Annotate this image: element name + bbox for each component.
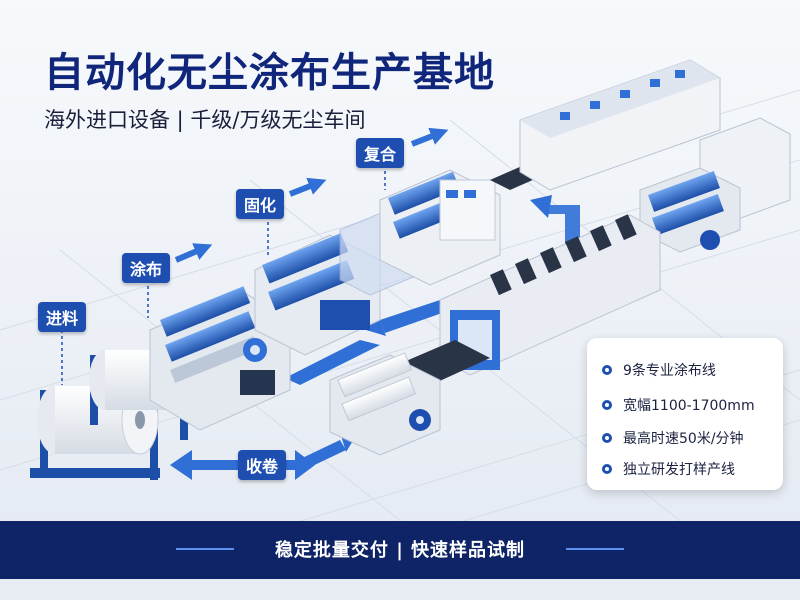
feature-item: 最高时速50米/分钟 (601, 428, 744, 448)
stage-label-laminating: 复合 (356, 138, 405, 168)
feature-item: 9条专业涂布线 (601, 360, 716, 380)
location-pin-icon (602, 365, 612, 375)
footer-divider-left (176, 548, 234, 550)
rewind-machine-right (639, 117, 791, 253)
curing-machine (254, 204, 431, 356)
location-pin-icon (602, 433, 612, 443)
location-pin-icon (602, 400, 612, 410)
features-panel: 9条专业涂布线 宽幅1100-1700mm 最高时速50米/分钟 独立研发打样产… (587, 338, 783, 490)
footer-divider-right (566, 548, 624, 550)
feature-label: 9条专业涂布线 (623, 363, 716, 379)
feature-label: 最高时速50米/分钟 (623, 431, 744, 447)
drying-oven (519, 59, 721, 191)
stage-label-winding: 收卷 (238, 450, 287, 480)
winding-machine (329, 352, 441, 456)
footer-banner (0, 521, 800, 579)
coating-machine (149, 286, 291, 431)
feature-label: 宽幅1100-1700mm (623, 398, 755, 414)
stage-label-curing: 固化 (236, 189, 285, 219)
feature-label: 独立研发打样产线 (623, 462, 735, 478)
footer-slogan: 稳定批量交付 | 快速样品试制 (274, 540, 526, 561)
page-title: 自动化无尘涂布生产基地 (44, 50, 495, 96)
stage-label-coating: 涂布 (122, 253, 171, 283)
feature-item: 独立研发打样产线 (601, 459, 735, 479)
location-pin-icon (602, 464, 612, 474)
feature-item: 宽幅1100-1700mm (601, 395, 755, 415)
bottom-strip (0, 579, 800, 600)
page-subtitle: 海外进口设备 | 千级/万级无尘车间 (44, 108, 366, 132)
stage-label-feed: 进料 (38, 302, 87, 332)
laminating-machine (379, 169, 501, 286)
